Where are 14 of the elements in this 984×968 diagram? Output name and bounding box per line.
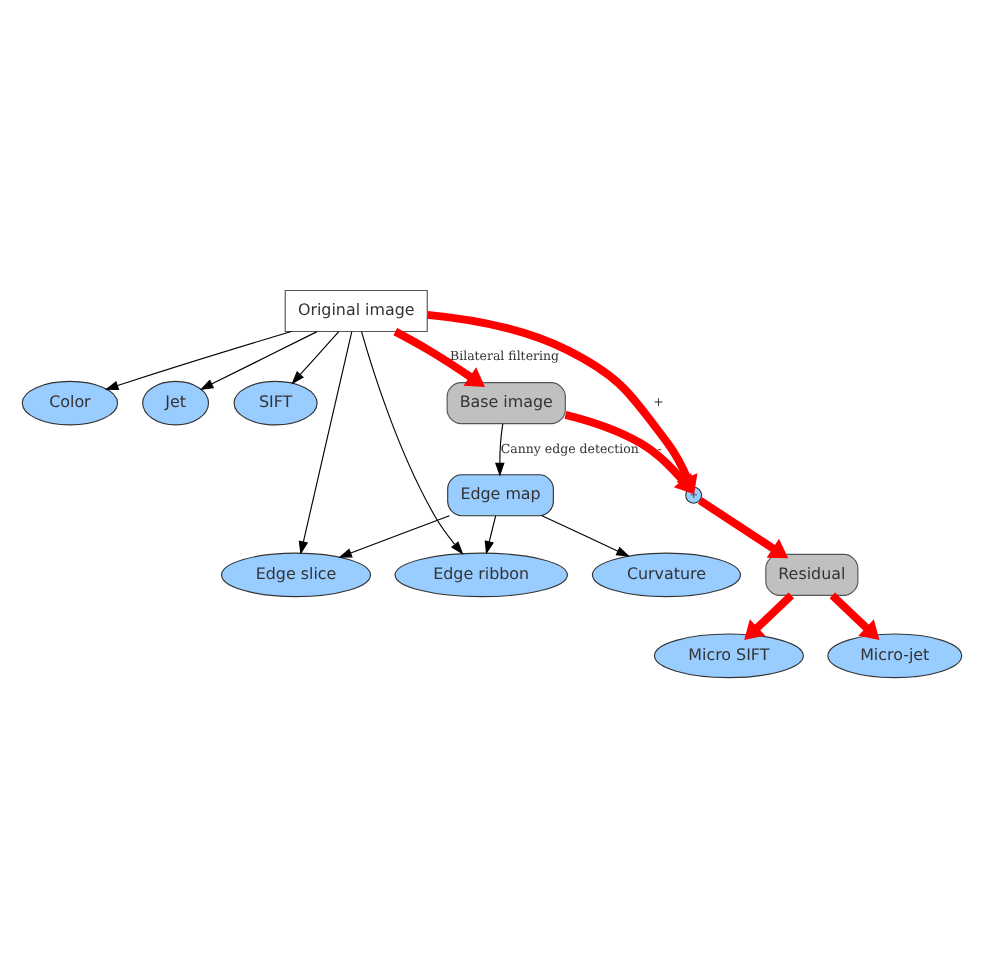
- arrow: [697, 497, 789, 559]
- arrow: [495, 423, 505, 477]
- arrow: [744, 592, 795, 641]
- arrow: [829, 592, 880, 641]
- arrow: [298, 331, 353, 555]
- arrow: [484, 515, 497, 555]
- arrow: [291, 331, 340, 385]
- arrow: [541, 515, 630, 557]
- arrow: [393, 328, 486, 387]
- arrow: [199, 331, 318, 390]
- arrow: [104, 330, 292, 391]
- arrow: [564, 411, 695, 495]
- arrow: [338, 515, 451, 558]
- arrow: [360, 330, 464, 555]
